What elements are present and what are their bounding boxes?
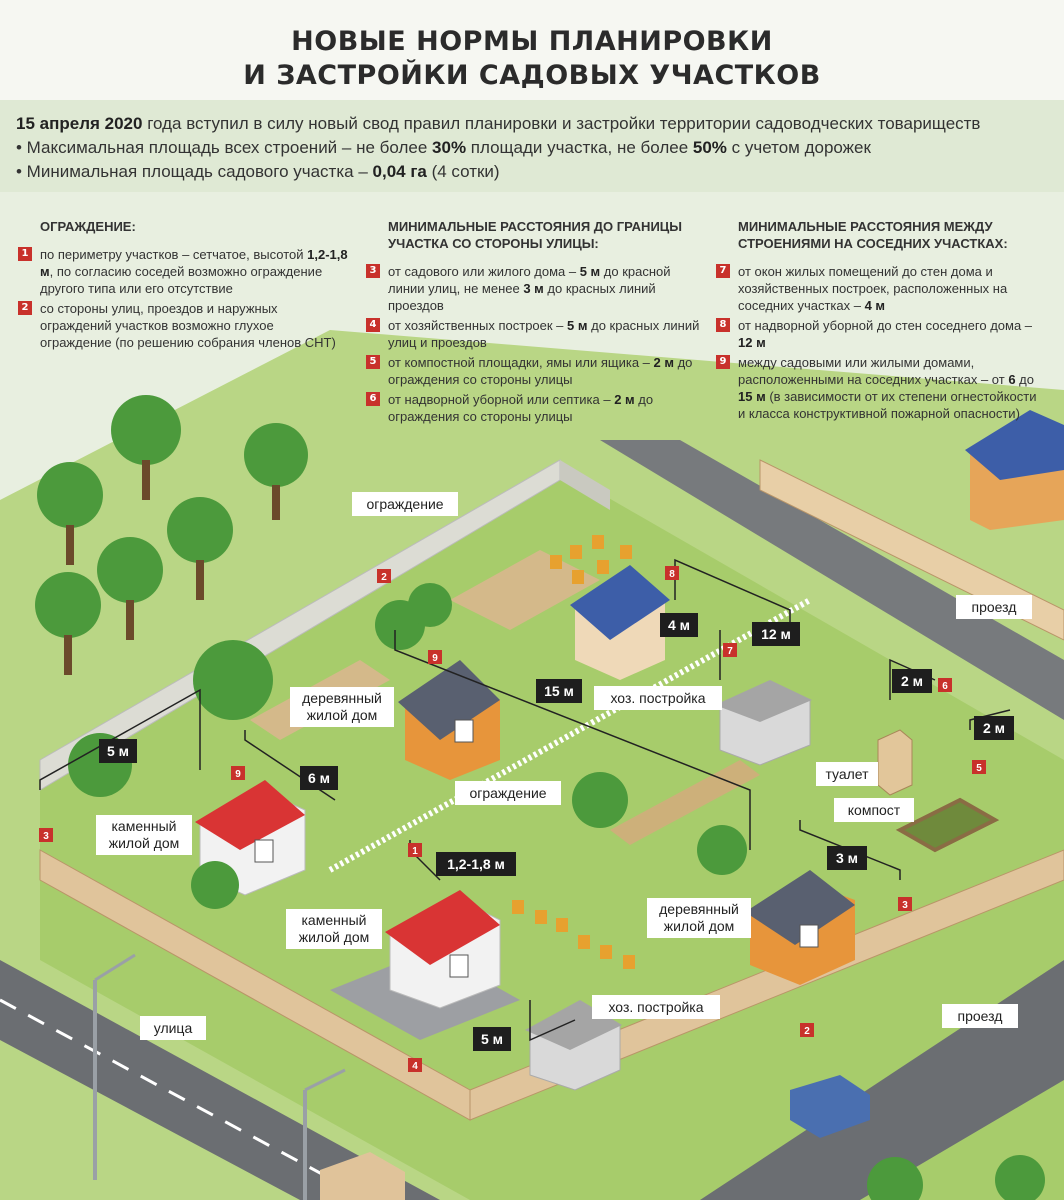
street-item-6-c: до ограждения со стороны улицы bbox=[388, 392, 654, 424]
neighbors-item-8: 8 от надворной уборной до стен соседнего … bbox=[716, 317, 1046, 351]
marker-5: 5 bbox=[366, 355, 380, 369]
neighbor-house-top bbox=[570, 565, 670, 680]
street-item-3-c: до красной линии улиц, не менее bbox=[388, 264, 671, 296]
intro-text: года вступил в силу новый свод правил пл… bbox=[142, 114, 981, 133]
header: НОВЫЕ НОРМЫ ПЛАНИРОВКИ И ЗАСТРОЙКИ САДОВ… bbox=[0, 0, 1064, 100]
marker-4: 4 bbox=[366, 318, 380, 332]
intro-line-3: • Минимальная площадь садового участка –… bbox=[16, 162, 500, 182]
section-fence: ОГРАЖДЕНИЕ: 1 по периметру участков – сет… bbox=[18, 218, 348, 351]
fence-item-1: 1 по периметру участков – сетчатое, высот… bbox=[18, 246, 348, 297]
neighbors-item-8-a: от надворной уборной до стен соседнего д… bbox=[738, 318, 1033, 333]
intro-l3-b: 0,04 га bbox=[372, 162, 427, 181]
fence-item-2-a: со стороны улиц, проездов и наружных огр… bbox=[40, 301, 336, 350]
marker-9: 9 bbox=[716, 355, 730, 369]
shed-1 bbox=[715, 680, 812, 766]
intro-line-2: • Максимальная площадь всех строений – н… bbox=[16, 138, 871, 158]
marker-1: 1 bbox=[18, 247, 32, 261]
intro-block: 15 апреля 2020 года вступил в силу новый… bbox=[0, 100, 1064, 192]
intro-l3-a: • Минимальная площадь садового участка – bbox=[16, 162, 373, 181]
neighbors-item-9-a: между садовыми или жилыми домами, распол… bbox=[738, 355, 1009, 387]
section-street-title: МИНИМАЛЬНЫЕ РАССТОЯНИЯ ДО ГРАНИЦЫ УЧАСТК… bbox=[388, 219, 683, 251]
street-item-3-a: от садового или жилого дома – bbox=[388, 264, 580, 279]
neighbors-item-9-b: 6 bbox=[1008, 372, 1016, 387]
neighbors-item-9-d: 15 м bbox=[738, 389, 766, 404]
fence-item-1-c: , по согласию соседей возможно ограждени… bbox=[40, 264, 323, 296]
stone-house-2 bbox=[385, 890, 501, 1009]
intro-l3-c: (4 сотки) bbox=[426, 162, 500, 181]
marker-7: 7 bbox=[716, 264, 730, 278]
marker-3: 3 bbox=[366, 264, 380, 278]
neighbors-item-8-b: 12 м bbox=[738, 335, 766, 350]
neighbors-item-7-a: от окон жилых помещений до стен дома и х… bbox=[738, 264, 1008, 313]
intro-date: 15 апреля 2020 bbox=[16, 114, 143, 133]
street-item-3-d: 3 м bbox=[523, 281, 544, 296]
marker-6: 6 bbox=[366, 392, 380, 406]
back-road bbox=[600, 440, 1064, 720]
fence-item-1-b: 1,2-1,8 м bbox=[40, 247, 348, 279]
intro-l2-e: с учетом дорожек bbox=[726, 138, 871, 157]
street-item-6-a: от надворной уборной или септика – bbox=[388, 392, 615, 407]
car-blue bbox=[790, 1075, 870, 1138]
neighbors-item-9-c: до bbox=[1015, 372, 1034, 387]
street-item-4-a: от хозяйственных построек – bbox=[388, 318, 568, 333]
intro-l2-b: 30% bbox=[432, 138, 467, 157]
fence-item-2: 2 со стороны улиц, проездов и наружных ог… bbox=[18, 300, 348, 351]
trees bbox=[35, 395, 1045, 1200]
street-item-4-c: до красных линий улиц и проездов bbox=[388, 318, 700, 350]
fence-item-1-a: по периметру участков – сетчатое, высото… bbox=[40, 247, 308, 262]
section-neighbors: МИНИМАЛЬНЫЕ РАССТОЯНИЯ МЕЖДУ СТРОЕНИЯМИ … bbox=[716, 218, 1046, 422]
compost-boxes bbox=[895, 797, 1000, 853]
neighbors-item-9: 9 между садовыми или жилыми домами, распо… bbox=[716, 354, 1046, 422]
intro-line-1: 15 апреля 2020 года вступил в силу новый… bbox=[16, 114, 980, 134]
car-beige bbox=[320, 1152, 405, 1200]
marker-8: 8 bbox=[716, 318, 730, 332]
street-item-3: 3 от садового или жилого дома – 5 м до кр… bbox=[366, 263, 701, 314]
intro-l2-a: • Максимальная площадь всех строений – н… bbox=[16, 138, 433, 157]
section-neighbors-title: МИНИМАЛЬНЫЕ РАССТОЯНИЯ МЕЖДУ СТРОЕНИЯМИ … bbox=[738, 219, 1008, 251]
intro-l2-c: площади участка, не более bbox=[466, 138, 693, 157]
intro-l2-d: 50% bbox=[692, 138, 727, 157]
street-item-3-b: 5 м bbox=[579, 264, 601, 279]
neighbors-item-7: 7 от окон жилых помещений до стен дома и … bbox=[716, 263, 1046, 314]
title-line-1: НОВЫЕ НОРМЫ ПЛАНИРОВКИ bbox=[291, 26, 773, 57]
wood-house-2 bbox=[745, 870, 855, 985]
street-item-3-e: до красных линий проездов bbox=[388, 281, 656, 313]
title-line-2: И ЗАСТРОЙКИ САДОВЫХ УЧАСТКОВ bbox=[243, 60, 821, 91]
marker-2: 2 bbox=[18, 301, 32, 315]
street-item-5-a: от компостной площадки, ямы или ящика – bbox=[388, 355, 654, 370]
toilet bbox=[877, 729, 913, 796]
section-street: МИНИМАЛЬНЫЕ РАССТОЯНИЯ ДО ГРАНИЦЫ УЧАСТК… bbox=[366, 218, 701, 425]
street-item-6-b: 2 м bbox=[614, 392, 635, 407]
section-fence-title: ОГРАЖДЕНИЕ: bbox=[40, 219, 136, 234]
wood-house-1 bbox=[398, 660, 500, 780]
neighbors-item-7-b: 4 м bbox=[864, 298, 886, 313]
street-item-5-c: до ограждения со стороны улицы bbox=[388, 355, 693, 387]
street-item-4-b: 5 м bbox=[567, 318, 588, 333]
street-item-5-b: 2 м bbox=[653, 355, 674, 370]
neighbors-item-9-e: (в зависимости от их степени огнестойкос… bbox=[738, 389, 1037, 421]
neighbor-house-right bbox=[965, 410, 1064, 530]
street-road bbox=[0, 960, 440, 1200]
street-item-4: 4 от хозяйственных построек – 5 м до крас… bbox=[366, 317, 701, 351]
street-item-5: 5 от компостной площадки, ямы или ящика –… bbox=[366, 354, 701, 388]
